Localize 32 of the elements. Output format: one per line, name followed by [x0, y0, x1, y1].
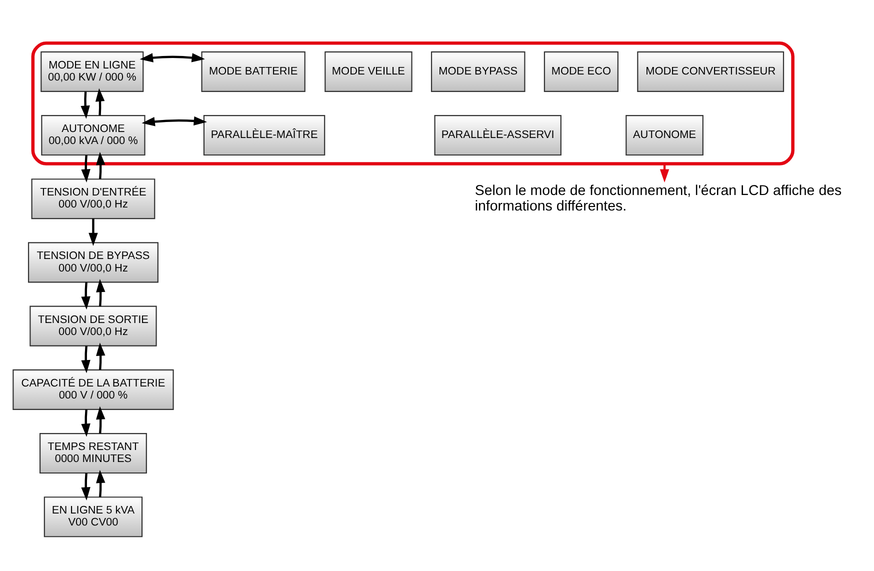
- arrow: [81, 409, 90, 437]
- node-box: MODE BYPASS: [430, 51, 526, 92]
- node-box: TENSION D'ENTRÉE 000 V/00,0 Hz: [31, 178, 156, 220]
- node-box: MODE VEILLE: [324, 51, 412, 92]
- arrow: [80, 91, 90, 119]
- node-box: CAPACITÉ DE LA BATTERIE 000 V / 000 %: [12, 369, 174, 410]
- arrow: [96, 470, 106, 498]
- arrow: [88, 218, 98, 246]
- arrow: [96, 342, 106, 370]
- arrow: [142, 116, 208, 126]
- node-text: Selon le mode de fonctionnement, l'écran LCD affiche des informations différentes.: [474, 182, 842, 214]
- arrow: [96, 152, 106, 180]
- arrow: [81, 346, 90, 374]
- node-box: TEMPS RESTANT 0000 MINUTES: [40, 432, 147, 474]
- arrow: [96, 279, 106, 306]
- node-box: PARALLÈLE-MAÎTRE: [203, 114, 326, 156]
- arrow: [96, 406, 106, 434]
- node-box: MODE EN LIGNE 00,00 KW / 000 %: [40, 51, 144, 92]
- node-box: AUTONOME: [626, 114, 704, 156]
- node-box: MODE ECO: [544, 51, 618, 92]
- arrow: [140, 53, 205, 62]
- arrow: [81, 473, 90, 500]
- node-box: TENSION DE BYPASS 000 V/00,0 Hz: [28, 242, 158, 283]
- node-box: TENSION DE SORTIE 000 V/00,0 Hz: [30, 306, 157, 346]
- node-box: MODE BATTERIE: [201, 51, 306, 92]
- node-box: PARALLÈLE-ASSERVI: [434, 114, 562, 156]
- node-box: MODE CONVERTISSEUR: [637, 51, 784, 92]
- arrow: [81, 155, 90, 182]
- node-box: EN LIGNE 5 kVA V00 CV00: [44, 496, 143, 538]
- arrow: [95, 88, 105, 116]
- node-box: AUTONOME 00,00 kVA / 000 %: [41, 114, 146, 156]
- arrow: [81, 282, 90, 310]
